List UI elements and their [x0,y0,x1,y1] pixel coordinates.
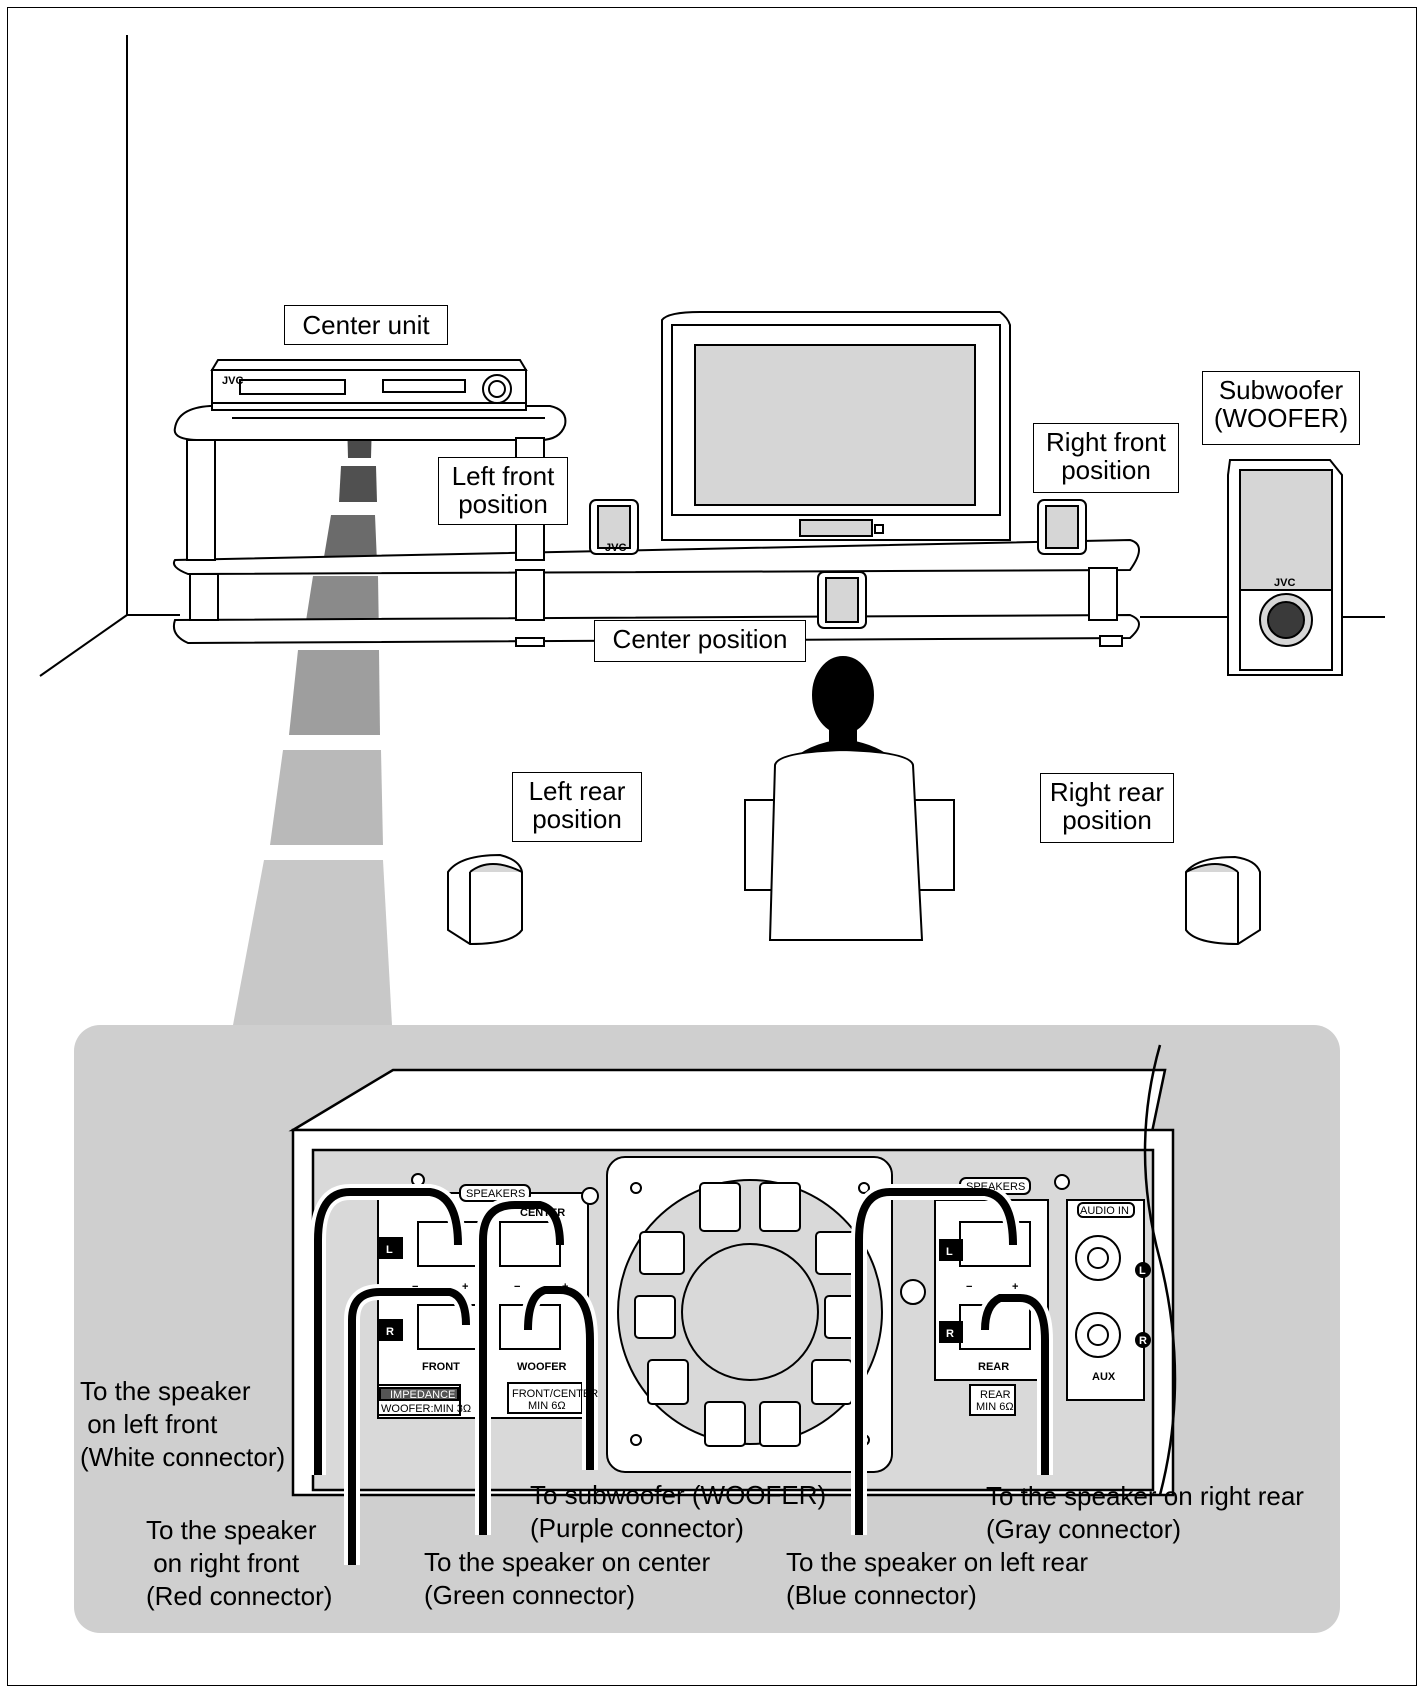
l-badge-right: L [946,1246,953,1258]
center-unit [210,359,528,411]
woofer-min-label: WOOFER:MIN 3Ω [381,1403,471,1415]
minus-sign-front: − [412,1281,418,1293]
aux-r-badge: R [1139,1335,1147,1347]
aux-label: AUX [1092,1371,1116,1383]
unit-logo: JVC [222,375,243,387]
speakers-label-left: SPEAKERS [466,1188,525,1200]
rear-label: REAR [978,1361,1009,1373]
subwoofer [1227,459,1343,676]
left-rear-speaker [447,853,523,946]
center-speaker [817,571,867,629]
minus-sign-center: − [514,1281,520,1293]
impedance-label: IMPEDANCE [390,1389,455,1401]
plus-sign-rear: + [1012,1281,1018,1293]
right-front-speaker [1037,499,1087,555]
left-front-label: Left front position [438,457,568,525]
callout-left-front: To the speaker on left front (White conn… [80,1376,286,1472]
subwoofer-label: Subwoofer (WOOFER) [1202,371,1360,445]
rear-min-6-label: MIN 6Ω [976,1401,1014,1413]
diagram-frame [7,7,1417,1686]
audio-in-label: AUDIO IN [1080,1205,1129,1217]
plus-sign-front: + [462,1281,468,1293]
left-front-speaker [589,499,639,555]
cooling-fan [606,1156,893,1473]
r-badge-right: R [946,1328,954,1340]
front-center-min-label: FRONT/CENTER [512,1388,598,1400]
speaker-logo: JVC [605,542,626,554]
speaker-cables [310,1184,1053,1565]
chair [744,748,955,941]
right-front-label: Right front position [1033,423,1179,493]
callout-subwoofer: To subwoofer (WOOFER) (Purple connector) [530,1480,827,1543]
woofer-logo: JVC [1274,577,1295,589]
speakers-label-right: SPEAKERS [966,1181,1025,1193]
r-badge-left: R [386,1326,394,1338]
min-6-label: MIN 6Ω [528,1400,566,1412]
callout-right-rear: To the speaker on right rear (Gray conne… [986,1481,1304,1544]
right-terminal-block [900,1174,1151,1416]
right-rear-speaker [1185,855,1261,946]
television [661,311,1011,541]
left-rear-label: Left rear position [512,772,642,842]
l-badge-left: L [386,1244,393,1256]
callout-right-front: To the speaker on right front (Red conne… [146,1515,333,1611]
rear-min-label: REAR [980,1389,1011,1401]
aux-l-badge: L [1139,1265,1146,1277]
center-unit-label: Center unit [284,305,448,345]
minus-sign-rear: − [966,1281,972,1293]
right-rear-label: Right rear position [1040,773,1174,843]
woofer-label: WOOFER [517,1361,567,1373]
center-position-label: Center position [594,620,806,662]
callout-center: To the speaker on center (Green connecto… [424,1547,711,1610]
front-label: FRONT [422,1361,460,1373]
center-label: CENTER [520,1207,565,1219]
projection-beam [233,420,392,1025]
plus-sign-center: + [562,1281,568,1293]
callout-left-rear: To the speaker on left rear (Blue connec… [786,1547,1089,1610]
panel-text: SPEAKERS CENTER FRONT WOOFER IMPEDANCE W… [381,1181,1147,1415]
